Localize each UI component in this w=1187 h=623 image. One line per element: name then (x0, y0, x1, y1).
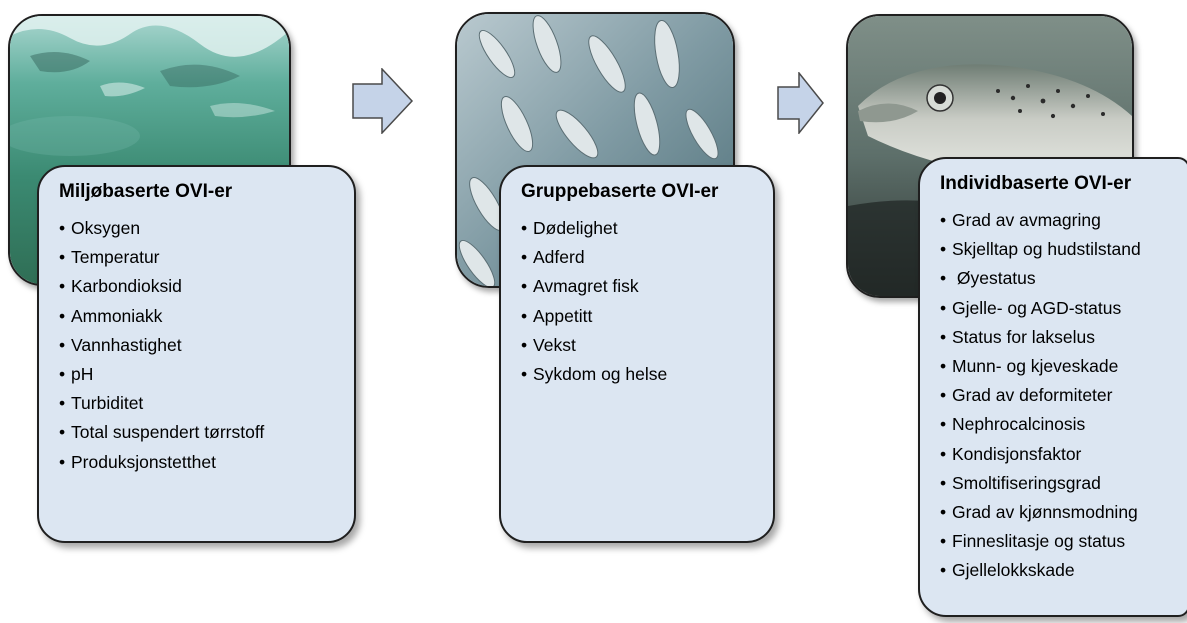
list-item: •pH (59, 364, 94, 385)
group-panel: Gruppebaserte OVI-er •Dødelighet •Adferd… (499, 165, 775, 543)
indicator-list: •Oksygen •Temperatur •Karbondioksid •Amm… (59, 214, 342, 477)
list-item: •Grad av kjønnsmodning (940, 502, 1138, 523)
right-arrow-icon (777, 72, 825, 134)
list-item: •Ammoniakk (59, 305, 163, 326)
list-item: •Vekst (521, 334, 576, 355)
right-arrow-icon (352, 68, 414, 134)
list-item: •Temperatur (59, 247, 160, 268)
list-item: •Smoltifiseringsgrad (940, 472, 1101, 493)
list-item: •Skjelltap og hudstilstand (940, 239, 1141, 260)
panel-title: Gruppebaserte OVI-er (521, 181, 719, 202)
panel-title: Individbaserte OVI-er (940, 173, 1132, 194)
individual-panel: Individbaserte OVI-er •Grad av avmagring… (918, 157, 1187, 617)
list-item: •Oksygen (59, 218, 141, 238)
list-item: •Gjellelokkskade (940, 560, 1075, 581)
list-item: •Sykdom og helse (521, 364, 668, 385)
environment-panel: Miljøbaserte OVI-er •Oksygen •Temperatur… (37, 165, 356, 543)
list-item: •Produksjonstetthet (59, 451, 216, 472)
list-item: •Vannhastighet (59, 334, 182, 355)
panel-title: Miljøbaserte OVI-er (59, 181, 233, 202)
list-item: •Karbondioksid (59, 276, 182, 297)
list-item: •Avmagret fisk (521, 276, 639, 297)
list-item: •Gjelle- og AGD-status (940, 297, 1122, 318)
list-item: •Nephrocalcinosis (940, 414, 1086, 435)
list-item: •Status for lakselus (940, 326, 1095, 347)
list-item: •Dødelighet (521, 218, 618, 238)
list-item: •Appetitt (521, 305, 593, 326)
indicator-list: •Grad av avmagring •Skjelltap og hudstil… (940, 206, 1176, 586)
list-item: •Finneslitasje og status (940, 531, 1126, 552)
list-item: •Turbiditet (59, 393, 144, 414)
list-item: • Øyestatus (940, 268, 1036, 289)
indicator-list: •Dødelighet •Adferd •Avmagret fisk •Appe… (521, 214, 761, 389)
list-item: •Munn- og kjeveskade (940, 356, 1119, 377)
list-item: •Kondisjonsfaktor (940, 443, 1082, 464)
list-item: •Grad av deformiteter (940, 385, 1113, 406)
list-item: •Total suspendert tørrstoff (59, 422, 265, 443)
list-item: •Adferd (521, 247, 585, 268)
list-item: •Grad av avmagring (940, 210, 1101, 230)
